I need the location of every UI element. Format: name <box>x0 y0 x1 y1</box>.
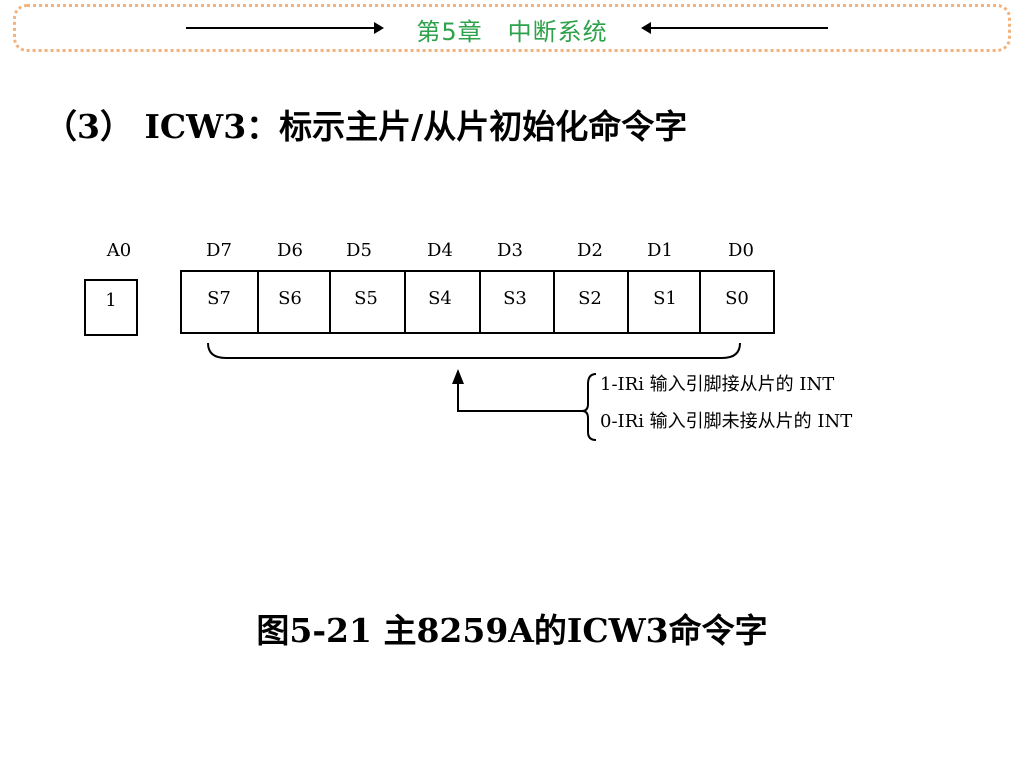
slide-title: （3） ICW3：标示主片/从片初始化命令字 <box>44 107 688 146</box>
a0-cell <box>84 279 138 336</box>
legend-bracket <box>581 373 597 441</box>
bit-label-d2: D2 <box>577 240 603 261</box>
chapter-title: 第5章 中断系统 <box>416 18 608 46</box>
figure-caption: 图5-21 主8259A的ICW3命令字 <box>256 611 768 650</box>
header-left-arrow-icon <box>641 22 651 34</box>
bit-value-s2: S2 <box>578 288 602 309</box>
header-left-line <box>186 27 376 29</box>
chapter-header <box>13 4 1011 52</box>
bit-value-s0: S0 <box>725 288 749 309</box>
bit-value-s4: S4 <box>428 288 452 309</box>
bit-label-d4: D4 <box>427 240 453 261</box>
legend-item-0: 0-IRi 输入引脚未接从片的 INT <box>600 411 852 432</box>
bit-value-s1: S1 <box>653 288 677 309</box>
bit-label-d0: D0 <box>728 240 754 261</box>
header-right-arrow-icon <box>374 22 384 34</box>
header-right-line <box>650 27 828 29</box>
bit-label-d6: D6 <box>277 240 303 261</box>
bit-label-d7: D7 <box>206 240 232 261</box>
bit-label-d5: D5 <box>346 240 372 261</box>
bit-label-d3: D3 <box>497 240 523 261</box>
bit-value-s5: S5 <box>354 288 378 309</box>
bit-value-s3: S3 <box>503 288 527 309</box>
bit-value-s6: S6 <box>278 288 302 309</box>
pointer-connector <box>457 382 586 412</box>
bit-value-s7: S7 <box>207 288 231 309</box>
a0-label: A0 <box>106 240 131 261</box>
a0-value: 1 <box>105 290 116 311</box>
legend-item-1: 1-IRi 输入引脚接从片的 INT <box>600 374 834 395</box>
icw3-register <box>180 270 775 334</box>
up-arrow-icon <box>452 369 464 384</box>
bottom-brace <box>207 342 741 359</box>
bit-label-d1: D1 <box>647 240 673 261</box>
